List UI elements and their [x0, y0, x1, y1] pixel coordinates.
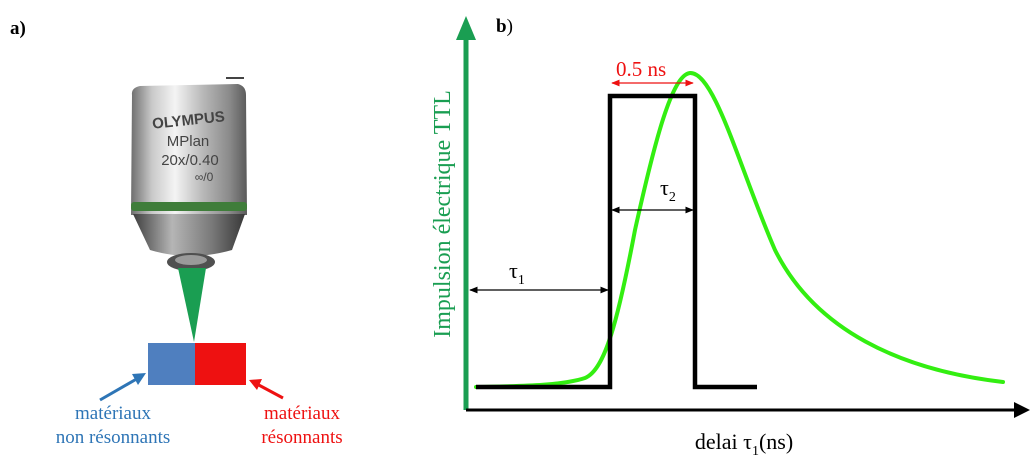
resonant-block [195, 343, 246, 385]
objective-spec2-text: ∞/0 [195, 170, 214, 184]
objective-taper [133, 214, 245, 256]
width-annotation: 0.5 ns [616, 57, 666, 81]
tau2-label: τ2 [660, 175, 676, 205]
resonant-line2: résonnants [236, 426, 368, 450]
y-axis-label: Impulsion électrique TTL [430, 90, 456, 338]
resonant-arrow [255, 383, 283, 398]
laser-beam [178, 268, 206, 342]
objective-green-ring [131, 202, 247, 211]
laser-pulse-curve [476, 73, 1003, 387]
objective-model-text: MPlan [167, 133, 210, 150]
x-axis-label-text: delai τ [695, 429, 752, 454]
x-axis-label-unit: (ns) [759, 429, 793, 454]
ttl-pulse [476, 96, 757, 387]
tau1-subscript: 1 [518, 273, 525, 288]
panel-b-label: b) [496, 16, 513, 38]
panel-b-paren: ) [507, 16, 513, 37]
non-resonant-line1: matériaux [18, 402, 208, 426]
y-axis-arrow [456, 16, 476, 40]
tau1-symbol: τ [509, 258, 518, 283]
objective-lens: OLYMPUS MPlan 20x/0.40 ∞/0 [131, 77, 247, 271]
panel-b-letter: b [496, 16, 507, 37]
tau1-label: τ1 [509, 258, 525, 288]
non-resonant-arrow [100, 377, 140, 400]
objective-spec-text: 20x/0.40 [161, 152, 219, 169]
tau2-symbol: τ [660, 175, 669, 200]
non-resonant-block [148, 343, 195, 385]
non-resonant-line2: non résonnants [18, 426, 208, 450]
x-axis-arrow [1014, 402, 1030, 418]
resonant-line1: matériaux [236, 402, 368, 426]
x-axis-label: delai τ1(ns) [695, 429, 793, 459]
tau2-subscript: 2 [669, 190, 676, 205]
resonant-legend: matériaux résonnants [236, 402, 368, 450]
panel-a-label: a) [10, 18, 26, 40]
objective-lens-tip [175, 255, 207, 265]
non-resonant-legend: matériaux non résonnants [18, 402, 208, 450]
x-axis-label-subscript: 1 [752, 444, 759, 459]
objective-top-mark [226, 77, 244, 79]
